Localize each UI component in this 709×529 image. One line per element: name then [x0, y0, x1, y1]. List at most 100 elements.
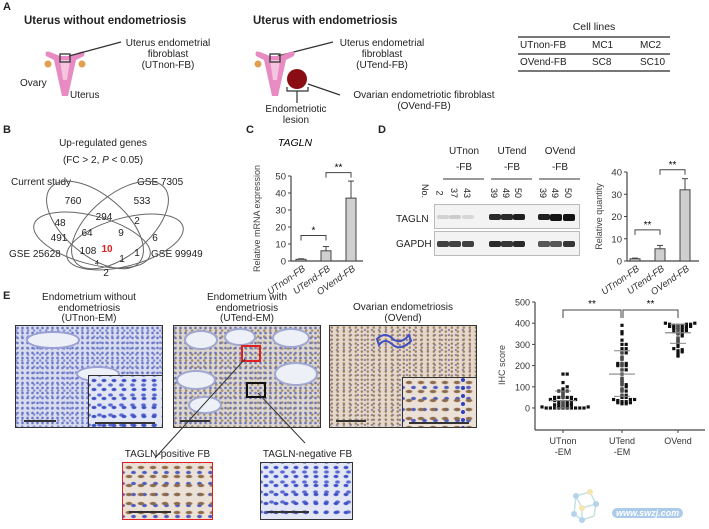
uterus-endometriosis-icon: [254, 51, 307, 96]
uterus-label: Uterus: [70, 90, 100, 101]
data-point: [672, 325, 676, 330]
data-point: [624, 400, 628, 404]
venn-count: 2: [103, 268, 109, 279]
y-tick-label: 40: [611, 168, 622, 179]
data-point: [616, 401, 620, 405]
data-point: [680, 332, 684, 336]
utnon-fb-label-1: Uterus endometrial: [125, 38, 211, 49]
venn-count: 2: [134, 216, 140, 227]
data-point: [624, 347, 628, 351]
x-tick-label: -EM: [614, 447, 631, 457]
image-title: Endometrium without: [42, 292, 136, 303]
watermark-url: www.swzj.com: [612, 508, 684, 518]
venn-count: 294: [96, 212, 113, 223]
venn-count: 6: [152, 233, 158, 244]
data-point: [676, 353, 680, 357]
data-point: [557, 400, 561, 404]
lane-number: 50: [563, 187, 574, 199]
blot-band: [501, 213, 513, 221]
bar: [345, 197, 357, 262]
y-tick-label: 10: [611, 234, 622, 245]
venn-set-gse99949: GSE 99949: [151, 249, 203, 260]
table-cell: OVend-FB: [520, 57, 567, 68]
data-point: [561, 380, 565, 385]
data-point: [680, 325, 684, 330]
lane-number: 39: [489, 187, 500, 199]
inset-image: [88, 375, 162, 427]
data-point: [565, 385, 569, 389]
data-point: [620, 400, 624, 404]
lesion-label-1: Endometriotic: [265, 104, 327, 115]
y-tick-label: 100: [515, 382, 530, 392]
data-point: [574, 406, 578, 410]
significance-label: **: [588, 299, 596, 310]
data-point: [624, 385, 628, 389]
blot-band: [550, 213, 562, 221]
panel-a-right-title: Uterus with endometriosis: [253, 15, 398, 27]
venn-count: 4: [95, 260, 99, 267]
venn-set-gse25628: GSE 25628: [9, 249, 61, 260]
data-point: [680, 330, 684, 334]
data-point: [680, 348, 684, 352]
venn-diagram: 760 533 48 294 2 491 64 9 6 108 4 10 1 1…: [33, 180, 184, 279]
lesion-label-2: lesion: [282, 115, 310, 126]
data-point: [565, 400, 569, 404]
data-point: [620, 347, 624, 351]
blot-band: [437, 215, 449, 219]
group-label: -FB: [503, 162, 521, 173]
data-point: [672, 323, 676, 327]
scale-bar: [129, 511, 171, 513]
row-label-gapdh: GAPDH: [396, 239, 432, 250]
significance-label: **: [647, 299, 655, 310]
data-point: [628, 397, 632, 402]
significance-bracket: [325, 172, 352, 178]
bar: [629, 258, 641, 262]
significance-bracket: [622, 309, 679, 318]
table-cell: UTnon-FB: [520, 40, 567, 51]
utend-fb-label-2: fibroblast: [361, 49, 403, 60]
data-point: [628, 401, 632, 405]
y-axis-label: IHC score: [497, 345, 507, 385]
data-point: [616, 364, 620, 368]
blot-band: [550, 241, 562, 247]
blot-band: [563, 213, 575, 221]
watermark-logo-icon: [571, 489, 599, 523]
ovary-label: Ovary: [20, 78, 47, 89]
data-point: [616, 398, 620, 403]
blot-band: [501, 240, 513, 248]
venn-count: 64: [81, 228, 93, 239]
data-point: [676, 344, 680, 349]
data-point: [620, 332, 624, 336]
group-underline: [443, 178, 484, 180]
data-point: [680, 327, 684, 332]
group-label: OVend: [544, 146, 576, 157]
bar: [679, 189, 691, 262]
image-title: (UTnon-EM): [61, 313, 117, 324]
y-axis-label: Relative quantity: [594, 183, 604, 250]
y-tick-label: 300: [515, 340, 530, 350]
positive-region-box: [241, 345, 261, 362]
data-point: [680, 334, 684, 338]
utnon-fb-label-2: fibroblast: [147, 49, 189, 60]
table-cell: MC2: [640, 40, 662, 51]
data-point: [616, 361, 620, 366]
data-point: [672, 330, 676, 334]
x-tick-label: OVend: [664, 436, 692, 446]
blot-band: [489, 240, 501, 248]
venn-count: 1: [134, 248, 140, 259]
bar: [654, 248, 666, 262]
ovend-fb-label-2: (OVend-FB): [397, 101, 451, 112]
data-point: [676, 351, 680, 355]
table-row: UTnon-FB MC1 MC2: [518, 38, 670, 53]
ihc-image-ovend: [329, 325, 477, 428]
panel-e-label: E: [3, 290, 11, 302]
data-point: [569, 406, 573, 410]
blot-band: [538, 213, 550, 221]
inset-image: [402, 377, 476, 427]
table-cell: SC10: [640, 57, 666, 68]
data-point: [624, 383, 628, 387]
venn-subtitle: (FC > 2, P < 0.05): [43, 155, 163, 166]
